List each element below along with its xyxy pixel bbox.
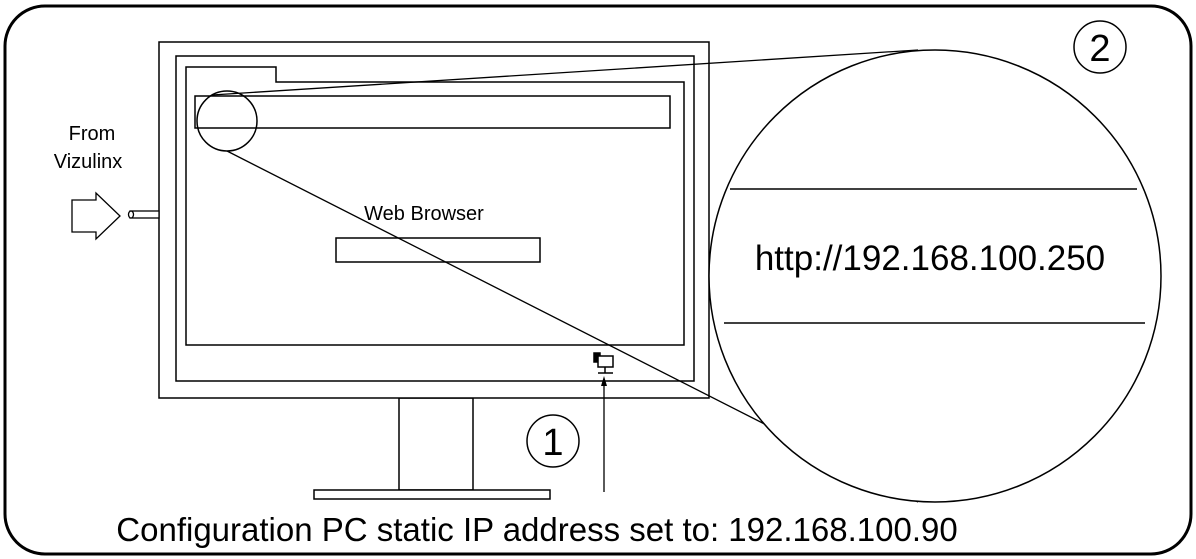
callout-1-circle [526,414,580,468]
network-computer-icon [593,352,614,374]
pointer-arrowhead-1 [601,376,607,386]
address-bar [194,95,671,129]
page-content-box [335,237,541,263]
source-label-line1: From [69,123,116,145]
zoom-circle [708,49,1162,503]
outer-frame [3,4,1193,556]
callout-1-number: 1 [542,422,563,464]
browser-window [185,66,685,346]
monitor-neck [398,397,474,491]
monitor-base [313,489,551,500]
monitor-inner-bezel [175,55,695,382]
arrow-right-icon [71,191,121,241]
monitor-outer-bezel [158,41,710,399]
web-browser-label: Web Browser [364,203,484,225]
callout-2-circle [1073,20,1127,74]
config-caption: Configuration PC static IP address set t… [116,511,957,548]
monitor-stand [313,397,551,500]
callout-2-number: 2 [1089,28,1110,70]
source-label-line2: Vizulinx [54,151,123,173]
monitor [158,41,710,399]
network-cable-icon [127,210,160,219]
zoomed-url-text: http://192.168.100.250 [755,239,1105,278]
